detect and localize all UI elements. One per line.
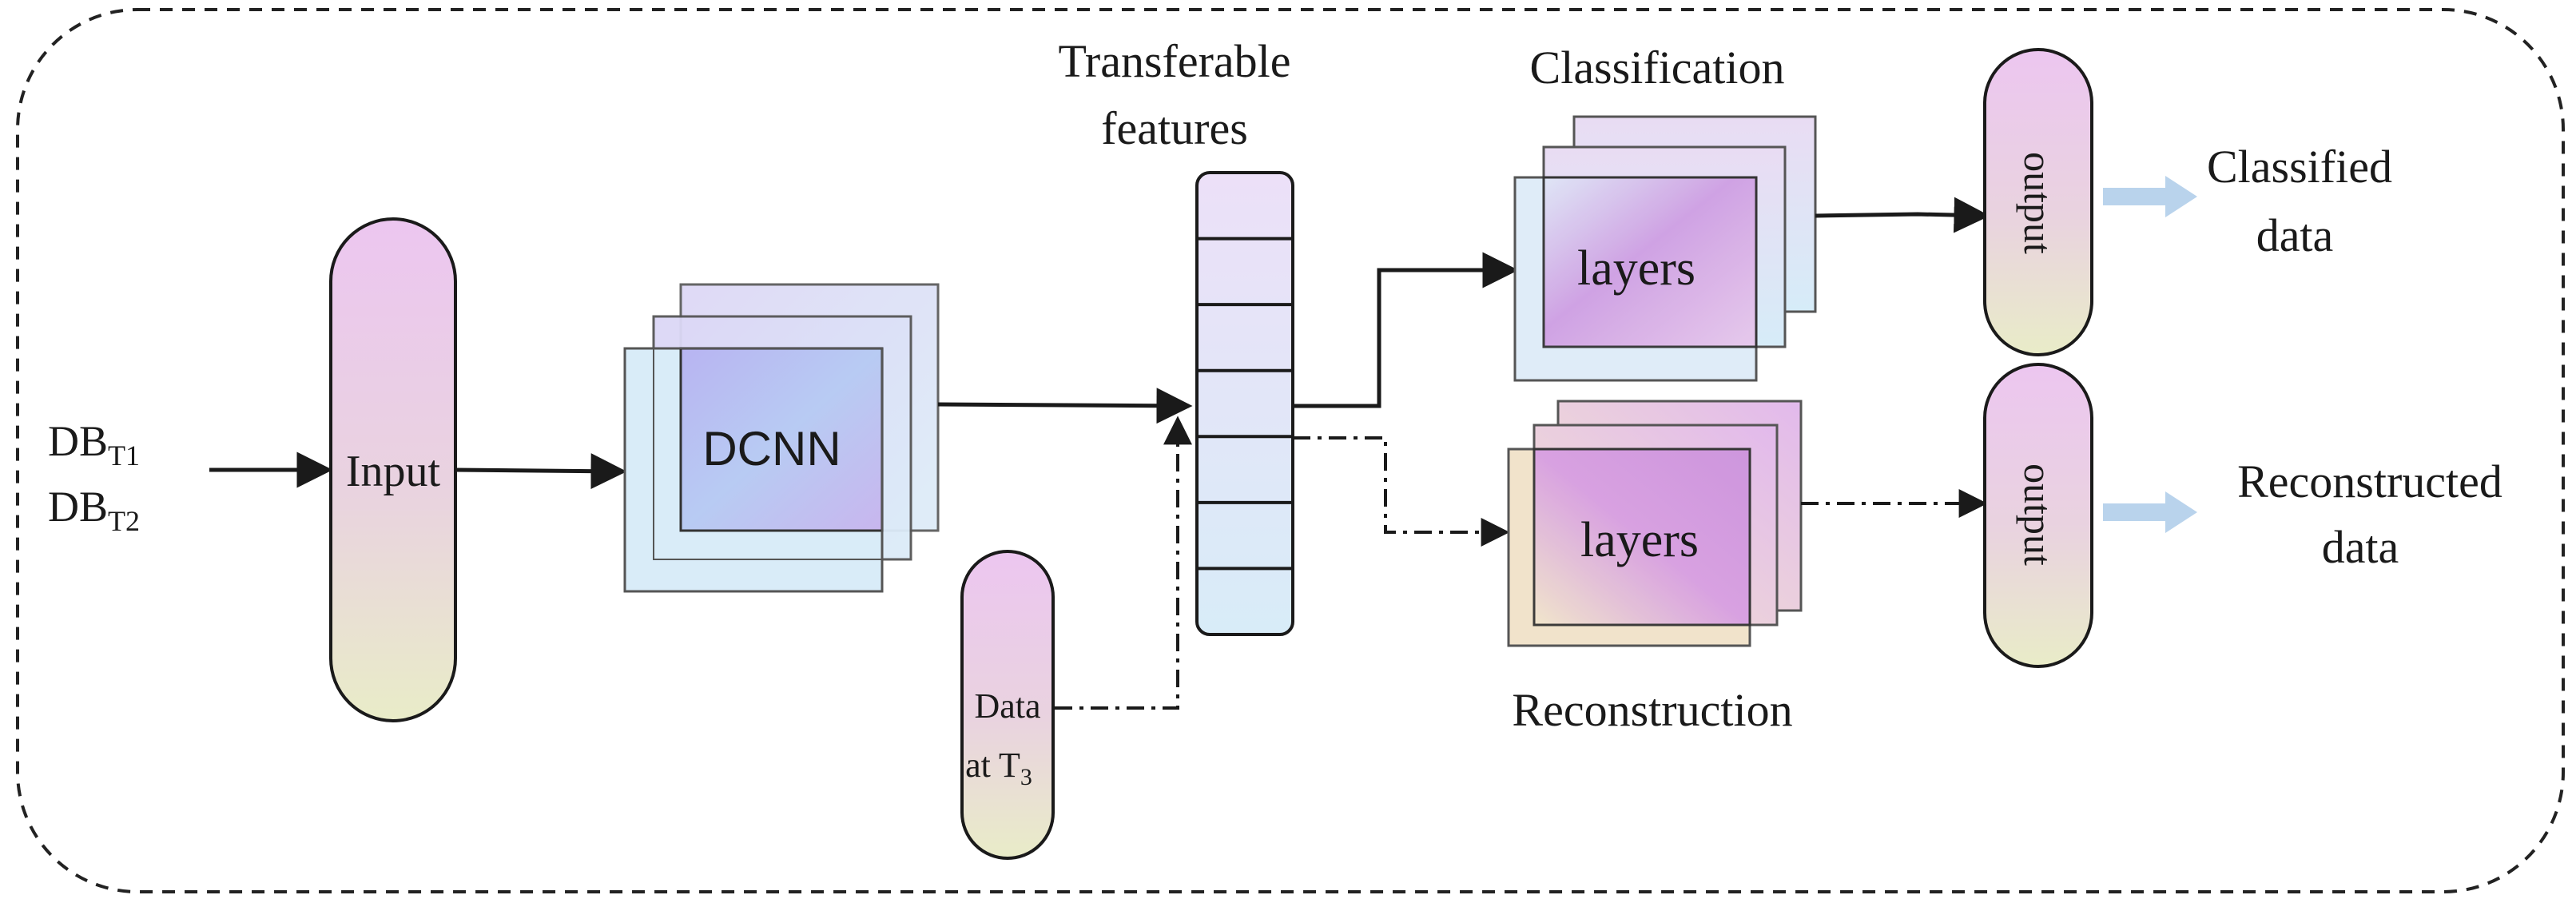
- data-t3-pill: [960, 550, 1055, 860]
- reconstructed-label-line2: data: [2322, 521, 2399, 573]
- classification-layers-label: layers: [1577, 241, 1695, 296]
- db-t1-label: DBT1: [48, 417, 140, 471]
- classification-output: output: [1983, 48, 2093, 356]
- reconstruction-output: output: [1983, 363, 2093, 668]
- feature-cells: [1197, 237, 1293, 571]
- features-block: Transferable features: [1059, 35, 1294, 636]
- data-t3-line1: Data: [974, 686, 1040, 726]
- data-t3-block: Data at T3: [960, 550, 1055, 860]
- classification-core: [1542, 176, 1758, 348]
- arrow-features-to-reconstruction: [1293, 436, 1510, 547]
- reconstruction-core: [1532, 448, 1751, 627]
- db-t2-label: DBT2: [48, 483, 140, 537]
- input-label: Input: [346, 447, 441, 496]
- dcnn-layer-outline: [653, 348, 883, 560]
- reconstructed-label-line1: Reconstructed: [2237, 455, 2502, 507]
- classified-result-arrow: [2103, 176, 2197, 217]
- reconstruction-title: Reconstruction: [1512, 684, 1792, 736]
- classified-label-line1: Classified: [2207, 141, 2392, 193]
- features-column: [1195, 171, 1294, 636]
- dcnn-label: DCNN: [702, 422, 841, 475]
- arrow-features-to-classification: [1293, 252, 1519, 408]
- dcnn-block: DCNN: [623, 283, 940, 593]
- arrow-dcnn-to-features: [937, 388, 1193, 424]
- classified-label-line2: data: [2256, 209, 2334, 261]
- input-block: Input: [329, 217, 457, 722]
- dashed-frame: [16, 8, 2565, 893]
- classification-output-pill: [1983, 48, 2093, 356]
- data-t3-line2: at T3: [965, 746, 1032, 790]
- features-title-line1: Transferable: [1059, 35, 1291, 87]
- arrow-classification-to-output: [1815, 197, 1990, 233]
- features-title-line2: features: [1101, 102, 1248, 154]
- reconstruction-output-label: output: [2016, 463, 2061, 566]
- reconstruction-output-pill: [1983, 363, 2093, 668]
- classification-title: Classification: [1530, 42, 1785, 93]
- input-labels: DBT1 DBT2: [48, 417, 140, 537]
- classification-block: Classification layers: [1513, 42, 1817, 382]
- arrow-input-to-dcnn: [455, 453, 627, 490]
- reconstructed-result-arrow: [2103, 491, 2197, 533]
- reconstruction-layers-label: layers: [1580, 513, 1699, 567]
- arrow-data-t3-to-features: [1055, 416, 1192, 710]
- classification-output-label: output: [2016, 152, 2061, 254]
- reconstruction-block: layers Reconstruction: [1507, 400, 1803, 736]
